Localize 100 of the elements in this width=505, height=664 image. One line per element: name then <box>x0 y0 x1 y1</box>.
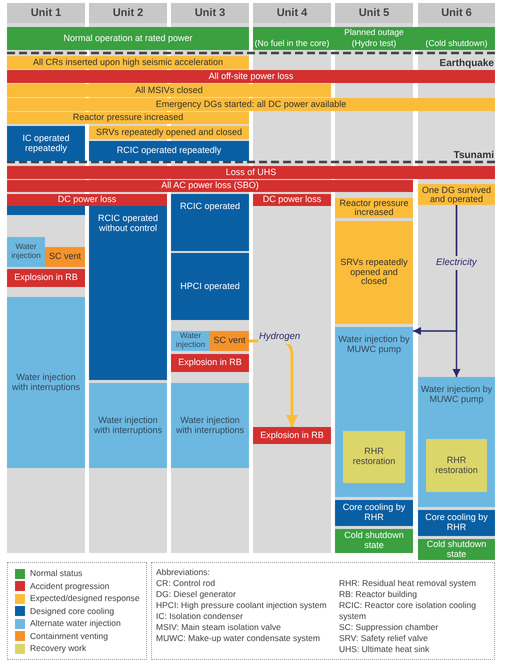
box-label: Unit 3 <box>194 6 226 20</box>
box-label: RHR restoration <box>352 447 396 467</box>
box-label: Explosion in RB <box>259 430 325 440</box>
legend-label: Normal status <box>30 568 82 579</box>
box-label: Core cooling by RHR <box>424 513 489 533</box>
box-label: Unit 1 <box>30 6 62 20</box>
event-label: Earthquake <box>440 57 494 71</box>
abbreviation-item: RCIC: Reactor core isolation cooling system <box>339 600 478 622</box>
box-label: (No fuel in the core) <box>254 39 330 48</box>
legend-label: Designed core cooling <box>30 606 114 616</box>
box-label: Planned outage <box>343 28 405 38</box>
box-label: Water injection with interruptions <box>174 416 246 436</box>
response-box <box>7 98 495 111</box>
box-label: DC power loss <box>56 195 118 205</box>
venting-box <box>45 247 85 267</box>
box-label: RHR restoration <box>434 456 479 476</box>
cooling-box <box>418 510 495 536</box>
injection-box <box>7 297 85 468</box>
abbreviation-item: SC: Suppression chamber <box>339 622 440 633</box>
box-label: Emergency DGs started: all DC power available <box>154 100 348 110</box>
venting-box <box>210 331 249 351</box>
unit-header <box>171 3 249 23</box>
box-label: Water injection <box>10 243 42 261</box>
box-label: Core cooling by RHR <box>342 503 406 523</box>
event-box <box>7 194 167 206</box>
box-label: All MSIVs closed <box>134 86 204 96</box>
box-label: Explosion in RB <box>177 358 243 368</box>
injection-box <box>171 383 249 468</box>
cooling-box <box>89 141 249 161</box>
box-label: Water injection with interruptions <box>92 416 164 436</box>
box-label: Water injection <box>174 332 206 350</box>
status-box <box>253 27 495 50</box>
box-label: SC vent <box>48 252 82 262</box>
box-label: DC power loss <box>262 195 322 205</box>
box-label: All CRs inserted upon high seismic acceleration <box>32 58 224 68</box>
event-box <box>253 194 331 206</box>
cooling-box <box>171 194 249 251</box>
box-label: Cold shutdown state <box>426 540 488 560</box>
injection-box <box>335 327 413 497</box>
box-label: Explosion in RB <box>13 273 79 283</box>
cooling-box <box>171 253 249 320</box>
recovery-box <box>343 431 405 483</box>
event-box <box>7 70 495 83</box>
box-label: All off-site power loss <box>208 72 294 82</box>
injection-box <box>7 237 45 267</box>
recovery-box <box>426 439 487 492</box>
abbreviation-item: DG: Diesel generator <box>156 589 237 600</box>
box-label: Reactor pressure increased <box>338 199 410 217</box>
box-label: (Hydro test) <box>350 39 398 48</box>
box-label: Water injection by MUWC pump <box>337 335 411 355</box>
box-label: IC operated repeatedly <box>21 134 71 154</box>
box-label: Unit 4 <box>276 6 308 20</box>
unit-header <box>418 3 495 23</box>
legend-label: Expected/designed response <box>30 593 140 604</box>
status-box <box>418 539 495 560</box>
injection-box <box>418 377 495 507</box>
box-label: SRVs repeatedly opened and closed <box>95 128 243 138</box>
box-label: Reactor pressure increased <box>72 113 184 123</box>
legend-label: Containment venting <box>30 630 108 642</box>
box-label: SC vent <box>212 336 246 346</box>
injection-box <box>89 383 167 468</box>
arrow <box>452 205 460 377</box>
status-box <box>335 529 413 553</box>
status-box <box>7 27 249 50</box>
box-label: RCIC operated <box>178 202 242 212</box>
abbreviation-item: HPCI: High pressure coolant injection system <box>156 600 328 611</box>
event-box <box>7 269 85 287</box>
event-box <box>253 427 331 444</box>
abbreviation-item: SRV: Safety relief valve <box>339 633 429 644</box>
abbreviation-item: RB: Reactor building <box>339 589 418 600</box>
response-box <box>7 84 331 97</box>
cooling-box <box>89 206 167 380</box>
box-label: SRVs repeatedly opened and closed <box>339 258 409 288</box>
unit-header <box>7 3 85 23</box>
unit-header <box>89 3 167 23</box>
box-label: RCIC operated without control <box>96 214 160 234</box>
cooling-bar <box>7 206 85 215</box>
legend-label: Recovery work <box>30 643 86 654</box>
event-box <box>7 180 413 192</box>
legend-label: Alternate water injection <box>30 618 121 629</box>
response-box <box>89 126 249 139</box>
box-label: Cold shutdown state <box>343 531 405 551</box>
box-label: RCIC operated repeatedly <box>116 146 222 156</box>
box-label: HPCI operated <box>179 282 241 292</box>
abbreviation-item: CR: Control rod <box>156 578 216 589</box>
unit-header <box>335 3 413 23</box>
legend-label: Accident progression <box>30 580 110 592</box>
abbreviation-item: IC: Isolation condenser <box>156 611 244 622</box>
box-label: One DG survived and operated <box>420 186 492 204</box>
edge-label: Hydrogen <box>258 330 302 344</box>
box-label: Unit 6 <box>440 6 473 20</box>
cooling-box <box>335 500 413 526</box>
response-box <box>7 112 249 124</box>
edge-label: Electricity <box>435 256 478 270</box>
response-box <box>335 221 413 324</box>
box-label: (Cold shutdown) <box>424 39 488 48</box>
event-box <box>7 166 495 179</box>
box-label: Water injection by MUWC pump <box>420 385 494 405</box>
abbreviation-item: RHR: Residual heat removal system <box>339 578 477 589</box>
cooling-box <box>7 126 85 161</box>
